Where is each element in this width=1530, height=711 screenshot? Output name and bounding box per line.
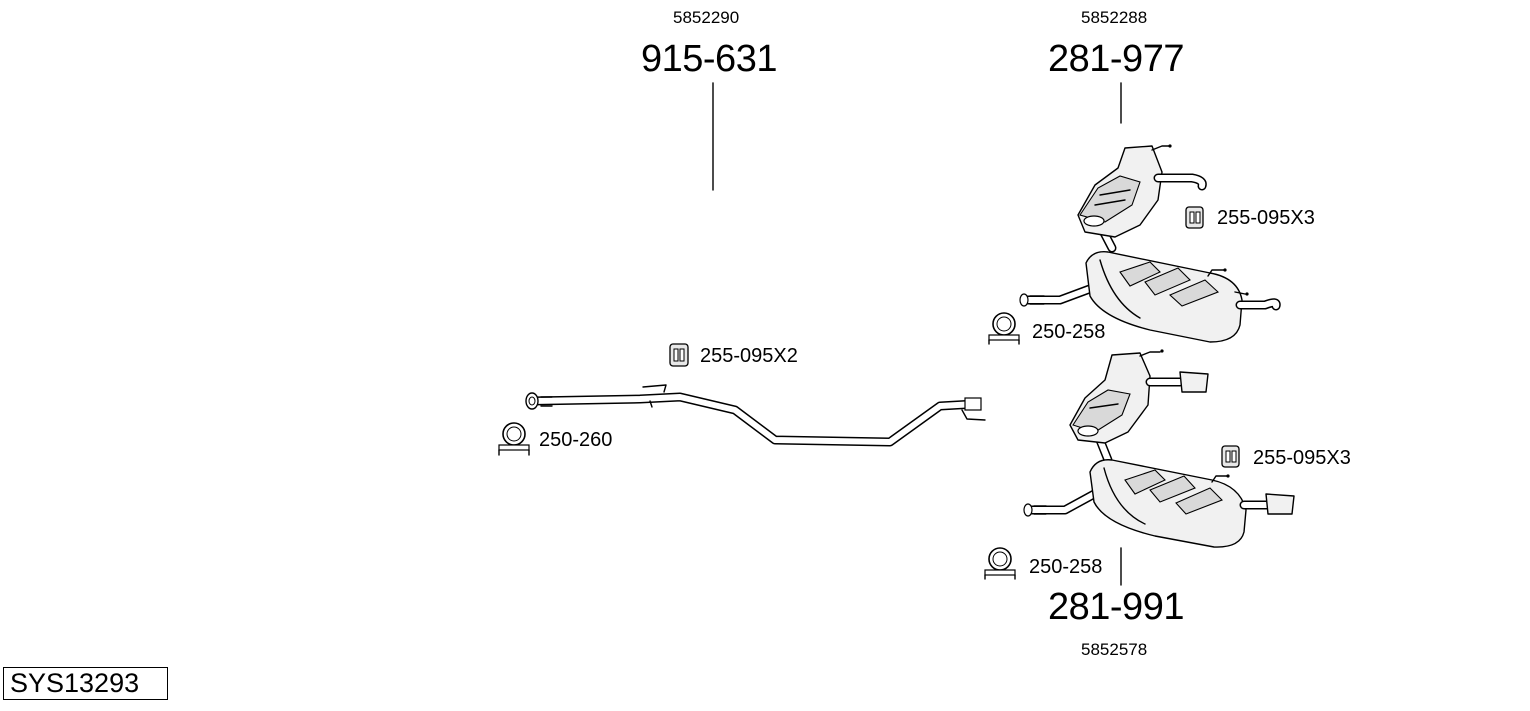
center-pipe-oe-number: 5852290 <box>673 8 740 27</box>
rear-lower-oe-number: 5852578 <box>1081 640 1148 659</box>
rear-upper-part-number[interactable]: 281-977 <box>1048 38 1184 80</box>
rear-upper-oe-number: 5852288 <box>1081 8 1148 27</box>
rear-upper-drawing[interactable] <box>1019 144 1281 343</box>
clamp-front-icon[interactable] <box>498 422 530 456</box>
clamp-lower-icon[interactable] <box>984 547 1016 580</box>
mount-upper-icon[interactable] <box>1185 206 1204 229</box>
mount-upper-label[interactable]: 255-095X3 <box>1217 207 1315 229</box>
clamp-upper-icon[interactable] <box>988 312 1020 345</box>
assembly-code-box: SYS13293 <box>3 667 168 700</box>
mount-lower-label[interactable]: 255-095X3 <box>1253 447 1351 469</box>
rear-lower-part-number[interactable]: 281-991 <box>1048 586 1184 628</box>
clamp-lower-label[interactable]: 250-258 <box>1029 556 1103 578</box>
mount-center-label[interactable]: 255-095X2 <box>700 345 798 367</box>
center-pipe-part-number[interactable]: 915-631 <box>641 38 777 80</box>
mount-center-icon[interactable] <box>669 343 689 367</box>
center-pipe-drawing[interactable] <box>525 384 986 447</box>
clamp-front-label[interactable]: 250-260 <box>539 429 613 451</box>
mount-lower-icon[interactable] <box>1221 445 1240 468</box>
clamp-upper-label[interactable]: 250-258 <box>1032 321 1106 343</box>
rear-lower-drawing[interactable] <box>1023 349 1295 548</box>
